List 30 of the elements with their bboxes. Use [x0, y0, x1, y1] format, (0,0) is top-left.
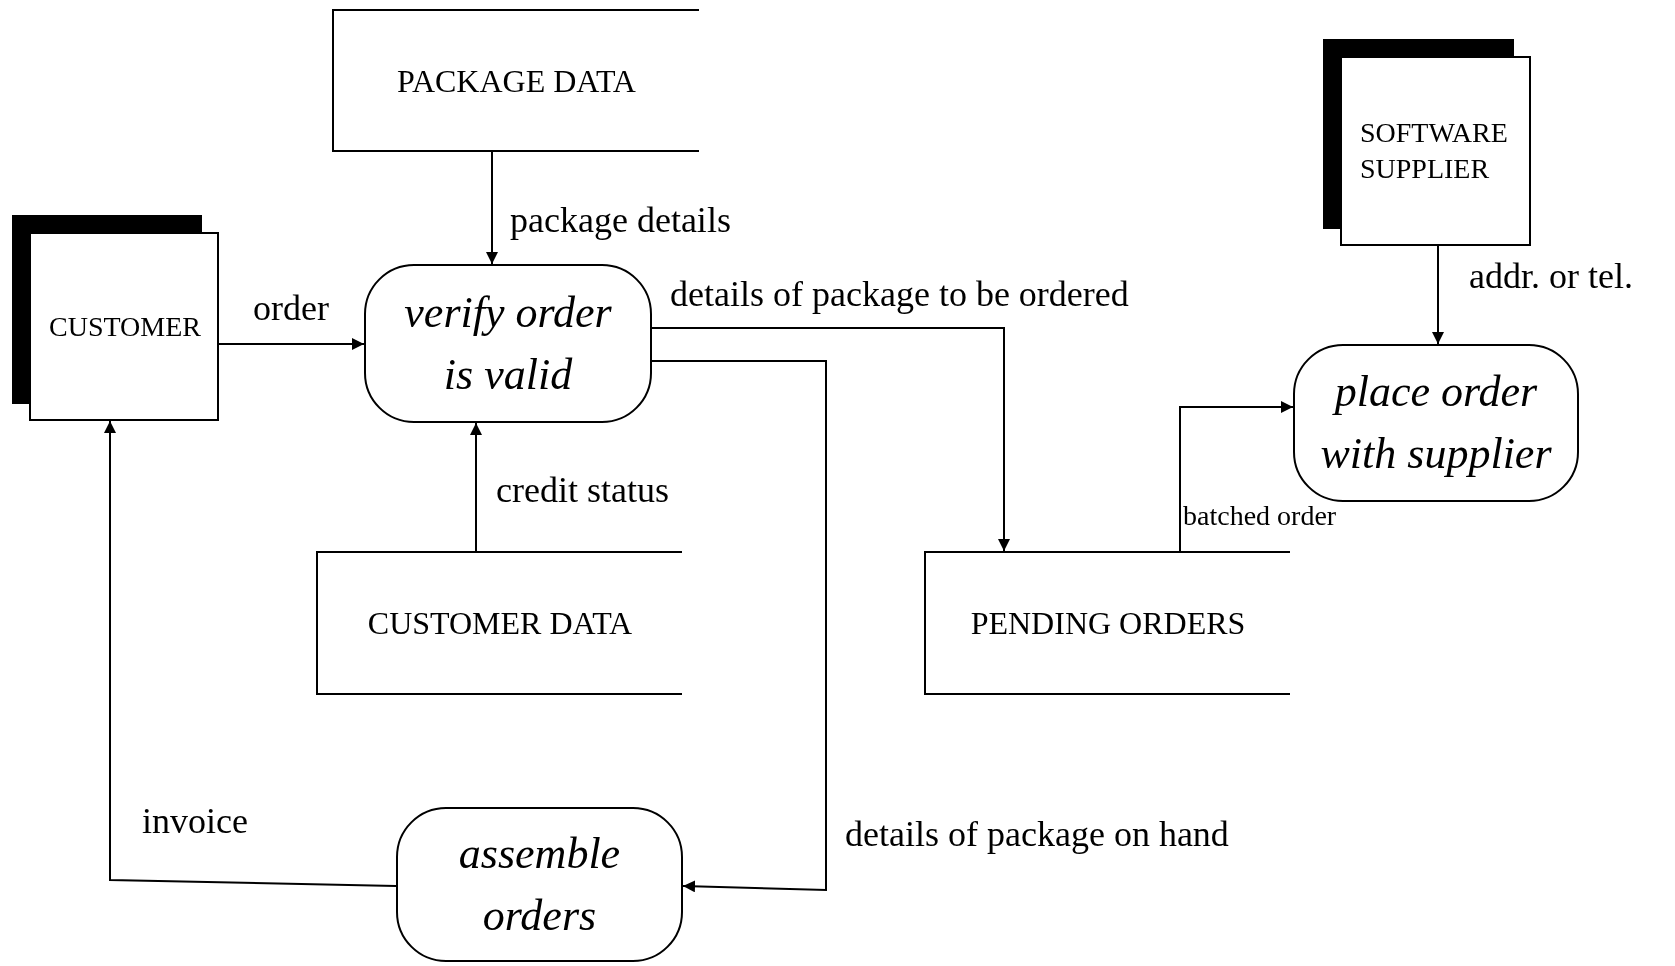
edge-label: invoice: [142, 803, 248, 839]
data-store: [332, 9, 699, 152]
arrow: [470, 422, 482, 552]
arrow: [651, 360, 827, 893]
data-store: [316, 551, 682, 695]
edge-label: addr. or tel.: [1469, 258, 1633, 294]
node-label: verify order is valid: [403, 286, 613, 401]
arrow: [651, 327, 1010, 552]
edge-label: details of package on hand: [845, 816, 1229, 852]
arrow: [486, 151, 498, 265]
node-label: assemble orders: [457, 827, 622, 942]
process-box: [364, 264, 652, 423]
edge-label: package details: [510, 202, 731, 238]
node-label: PENDING ORDERS: [970, 604, 1246, 643]
arrow: [104, 420, 397, 887]
arrow: [1432, 245, 1444, 345]
node-label: CUSTOMER DATA: [367, 604, 633, 643]
node-label: PACKAGE DATA: [397, 61, 636, 101]
process-box: [1293, 344, 1579, 502]
process-box: [396, 807, 683, 962]
arrow: [218, 338, 365, 350]
edge-label: details of package to be ordered: [670, 276, 1129, 312]
node-label: place order with supplier: [1319, 366, 1553, 480]
arrow: [1179, 401, 1294, 552]
data-store: [924, 551, 1290, 695]
node-label: SOFTWARE SUPPLIER: [1360, 117, 1508, 184]
edge-label: order: [253, 290, 329, 326]
edge-label: batched order: [1183, 502, 1337, 530]
node-label: CUSTOMER: [49, 310, 201, 342]
edge-label: credit status: [496, 472, 669, 508]
